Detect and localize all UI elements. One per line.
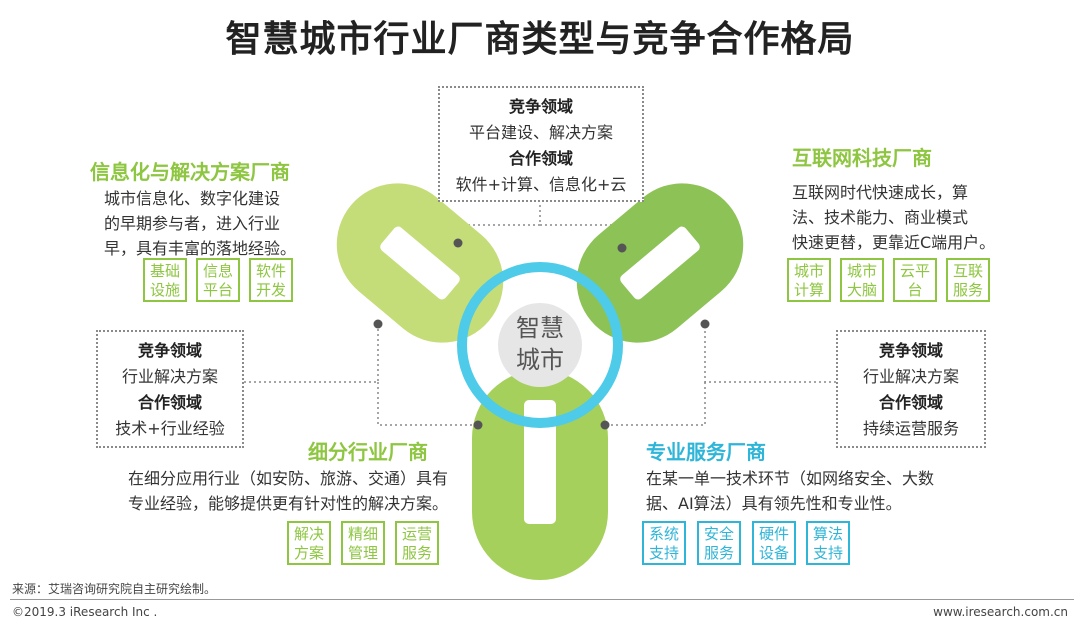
- coop-text: 持续运营服务: [862, 419, 959, 438]
- info-vendor-title: 信息化与解决方案厂商: [90, 160, 290, 184]
- coop-heading: 合作领域: [878, 393, 943, 412]
- compete-text: 行业解决方案: [862, 367, 959, 386]
- coop-text: 技术+行业经验: [115, 419, 225, 438]
- compete-text: 平台建设、解决方案: [468, 123, 613, 142]
- internet-vendor-title: 互联网科技厂商: [792, 146, 932, 170]
- arm-segment-vendor: [472, 370, 608, 580]
- page-title: 智慧城市行业厂商类型与竞争合作格局: [225, 19, 855, 60]
- top-relation-box: 竞争领域 平台建设、解决方案 合作领域 软件+计算、信息化+云: [438, 86, 644, 202]
- copyright: ©2019.3 iResearch Inc .: [12, 605, 158, 619]
- tag-system-support: 系统支持: [642, 521, 686, 565]
- service-vendor-desc: 在某一单一技术环节（如网络安全、大数 据、AI算法）具有领先性和专业性。: [646, 466, 976, 516]
- arm-info-vendor: [336, 183, 504, 343]
- desc-line: 的早期参与者，进入行业: [104, 214, 281, 233]
- desc-line: 在细分应用行业（如安防、旅游、交通）具有: [128, 469, 449, 488]
- tag-internet-service: 互联服务: [946, 258, 990, 302]
- tag-solutions: 解决方案: [287, 521, 331, 565]
- tag-infrastructure: 基础设施: [143, 258, 187, 302]
- info-vendor-desc: 城市信息化、数字化建设 的早期参与者，进入行业 早，具有丰富的落地经验。: [104, 186, 304, 261]
- center-disc: [498, 303, 582, 387]
- service-vendor-title: 专业服务厂商: [646, 440, 766, 464]
- tag-city-brain: 城市大脑: [840, 258, 884, 302]
- connector-dots: [373, 238, 710, 430]
- coop-heading: 合作领域: [508, 149, 573, 168]
- tag-security-service: 安全服务: [697, 521, 741, 565]
- internet-vendor-desc: 互联网时代快速成长，算 法、技术能力、商业模式 快速更替，更靠近C端用户。: [792, 180, 1022, 255]
- core-ring: [457, 262, 623, 428]
- center-label-line2: 城市: [516, 346, 564, 374]
- desc-line: 在某一单一技术环节（如网络安全、大数: [646, 469, 935, 488]
- desc-line: 互联网时代快速成长，算: [792, 183, 969, 202]
- tag-fine-management: 精细管理: [341, 521, 385, 565]
- tag-city-computing: 城市计算: [787, 258, 831, 302]
- desc-line: 快速更替，更靠近C端用户。: [792, 233, 996, 252]
- tag-hardware: 硬件设备: [752, 521, 796, 565]
- tag-operation-service: 运营服务: [395, 521, 439, 565]
- desc-line: 早，具有丰富的落地经验。: [104, 239, 297, 258]
- center-label-line1: 智慧: [516, 314, 564, 342]
- compete-heading: 竞争领域: [137, 341, 202, 360]
- website-link[interactable]: www.iresearch.com.cn: [933, 605, 1068, 619]
- tag-cloud-platform: 云平台: [893, 258, 937, 302]
- arm-internet-vendor: [576, 183, 744, 343]
- segment-vendor-desc: 在细分应用行业（如安防、旅游、交通）具有 专业经验，能够提供更有针对性的解决方案…: [128, 466, 488, 516]
- desc-line: 法、技术能力、商业模式: [792, 208, 969, 227]
- right-relation-box: 竞争领域 行业解决方案 合作领域 持续运营服务: [836, 330, 986, 448]
- footer-divider: [10, 599, 1074, 600]
- desc-line: 专业经验，能够提供更有针对性的解决方案。: [128, 494, 449, 513]
- compete-heading: 竞争领域: [878, 341, 943, 360]
- tag-info-platform: 信息平台: [196, 258, 240, 302]
- coop-heading: 合作领域: [137, 393, 202, 412]
- segment-vendor-title: 细分行业厂商: [308, 440, 428, 464]
- coop-text: 软件+计算、信息化+云: [455, 175, 627, 194]
- tag-software-dev: 软件开发: [249, 258, 293, 302]
- tag-algorithm-support: 算法支持: [806, 521, 850, 565]
- desc-line: 城市信息化、数字化建设: [104, 189, 281, 208]
- left-relation-box: 竞争领域 行业解决方案 合作领域 技术+行业经验: [96, 330, 244, 448]
- compete-text: 行业解决方案: [121, 367, 218, 386]
- compete-heading: 竞争领域: [508, 97, 573, 116]
- desc-line: 据、AI算法）具有领先性和专业性。: [646, 494, 902, 513]
- source-note: 来源：艾瑞咨询研究院自主研究绘制。: [12, 582, 217, 596]
- center-label: 智慧 城市: [498, 312, 582, 376]
